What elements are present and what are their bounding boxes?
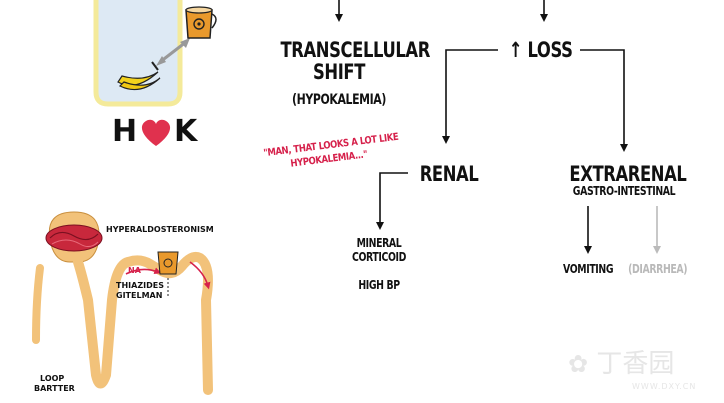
loop-label: LOOP	[40, 374, 65, 383]
mineral-label: MINERAL	[356, 236, 402, 250]
na-label: NA	[128, 266, 141, 275]
bartter-label: BARTTER	[34, 384, 75, 393]
vomiting-label: VOMITING	[563, 262, 614, 276]
flow-arrows	[335, 0, 628, 254]
corticoid-label: CORTICOID	[351, 250, 407, 264]
renal-label: RENAL	[419, 162, 479, 186]
biohazard-cup-icon	[185, 6, 217, 39]
gitelman-label: GITELMAN	[116, 291, 163, 300]
watermark-url: WWW.DXY.CN	[632, 382, 697, 391]
nephron-illustration	[32, 211, 213, 395]
gastrointestinal-label: GASTRO-INTESTINAL	[572, 184, 676, 198]
heart-icon	[141, 119, 171, 146]
banana-icon	[117, 61, 161, 91]
hk-k-letter: K	[174, 114, 197, 149]
transcellular-label: TRANSCELLULAR	[280, 38, 431, 62]
hypokalemia-label: (HYPOKALEMIA)	[292, 92, 386, 108]
diarrhea-label: (DIARRHEA)	[628, 262, 688, 276]
shift-label: SHIFT	[312, 60, 366, 84]
extrarenal-label: EXTRARENAL	[569, 162, 687, 186]
watermark-name: 丁香园	[596, 349, 675, 379]
loss-label: ↑ LOSS	[508, 38, 573, 62]
hyperaldosteronism-label: HYPERALDOSTERONISM	[106, 225, 214, 234]
hk-h-letter: H	[112, 114, 137, 149]
thiazides-label: THIAZIDES	[116, 281, 164, 290]
watermark-logo: ✿ 丁香园	[568, 350, 674, 378]
high-bp-label: HIGH BP	[358, 278, 400, 292]
exchange-arrow-icon	[156, 38, 190, 66]
watermark-flower-icon: ✿	[568, 350, 589, 378]
cell-illustration	[93, 0, 183, 107]
